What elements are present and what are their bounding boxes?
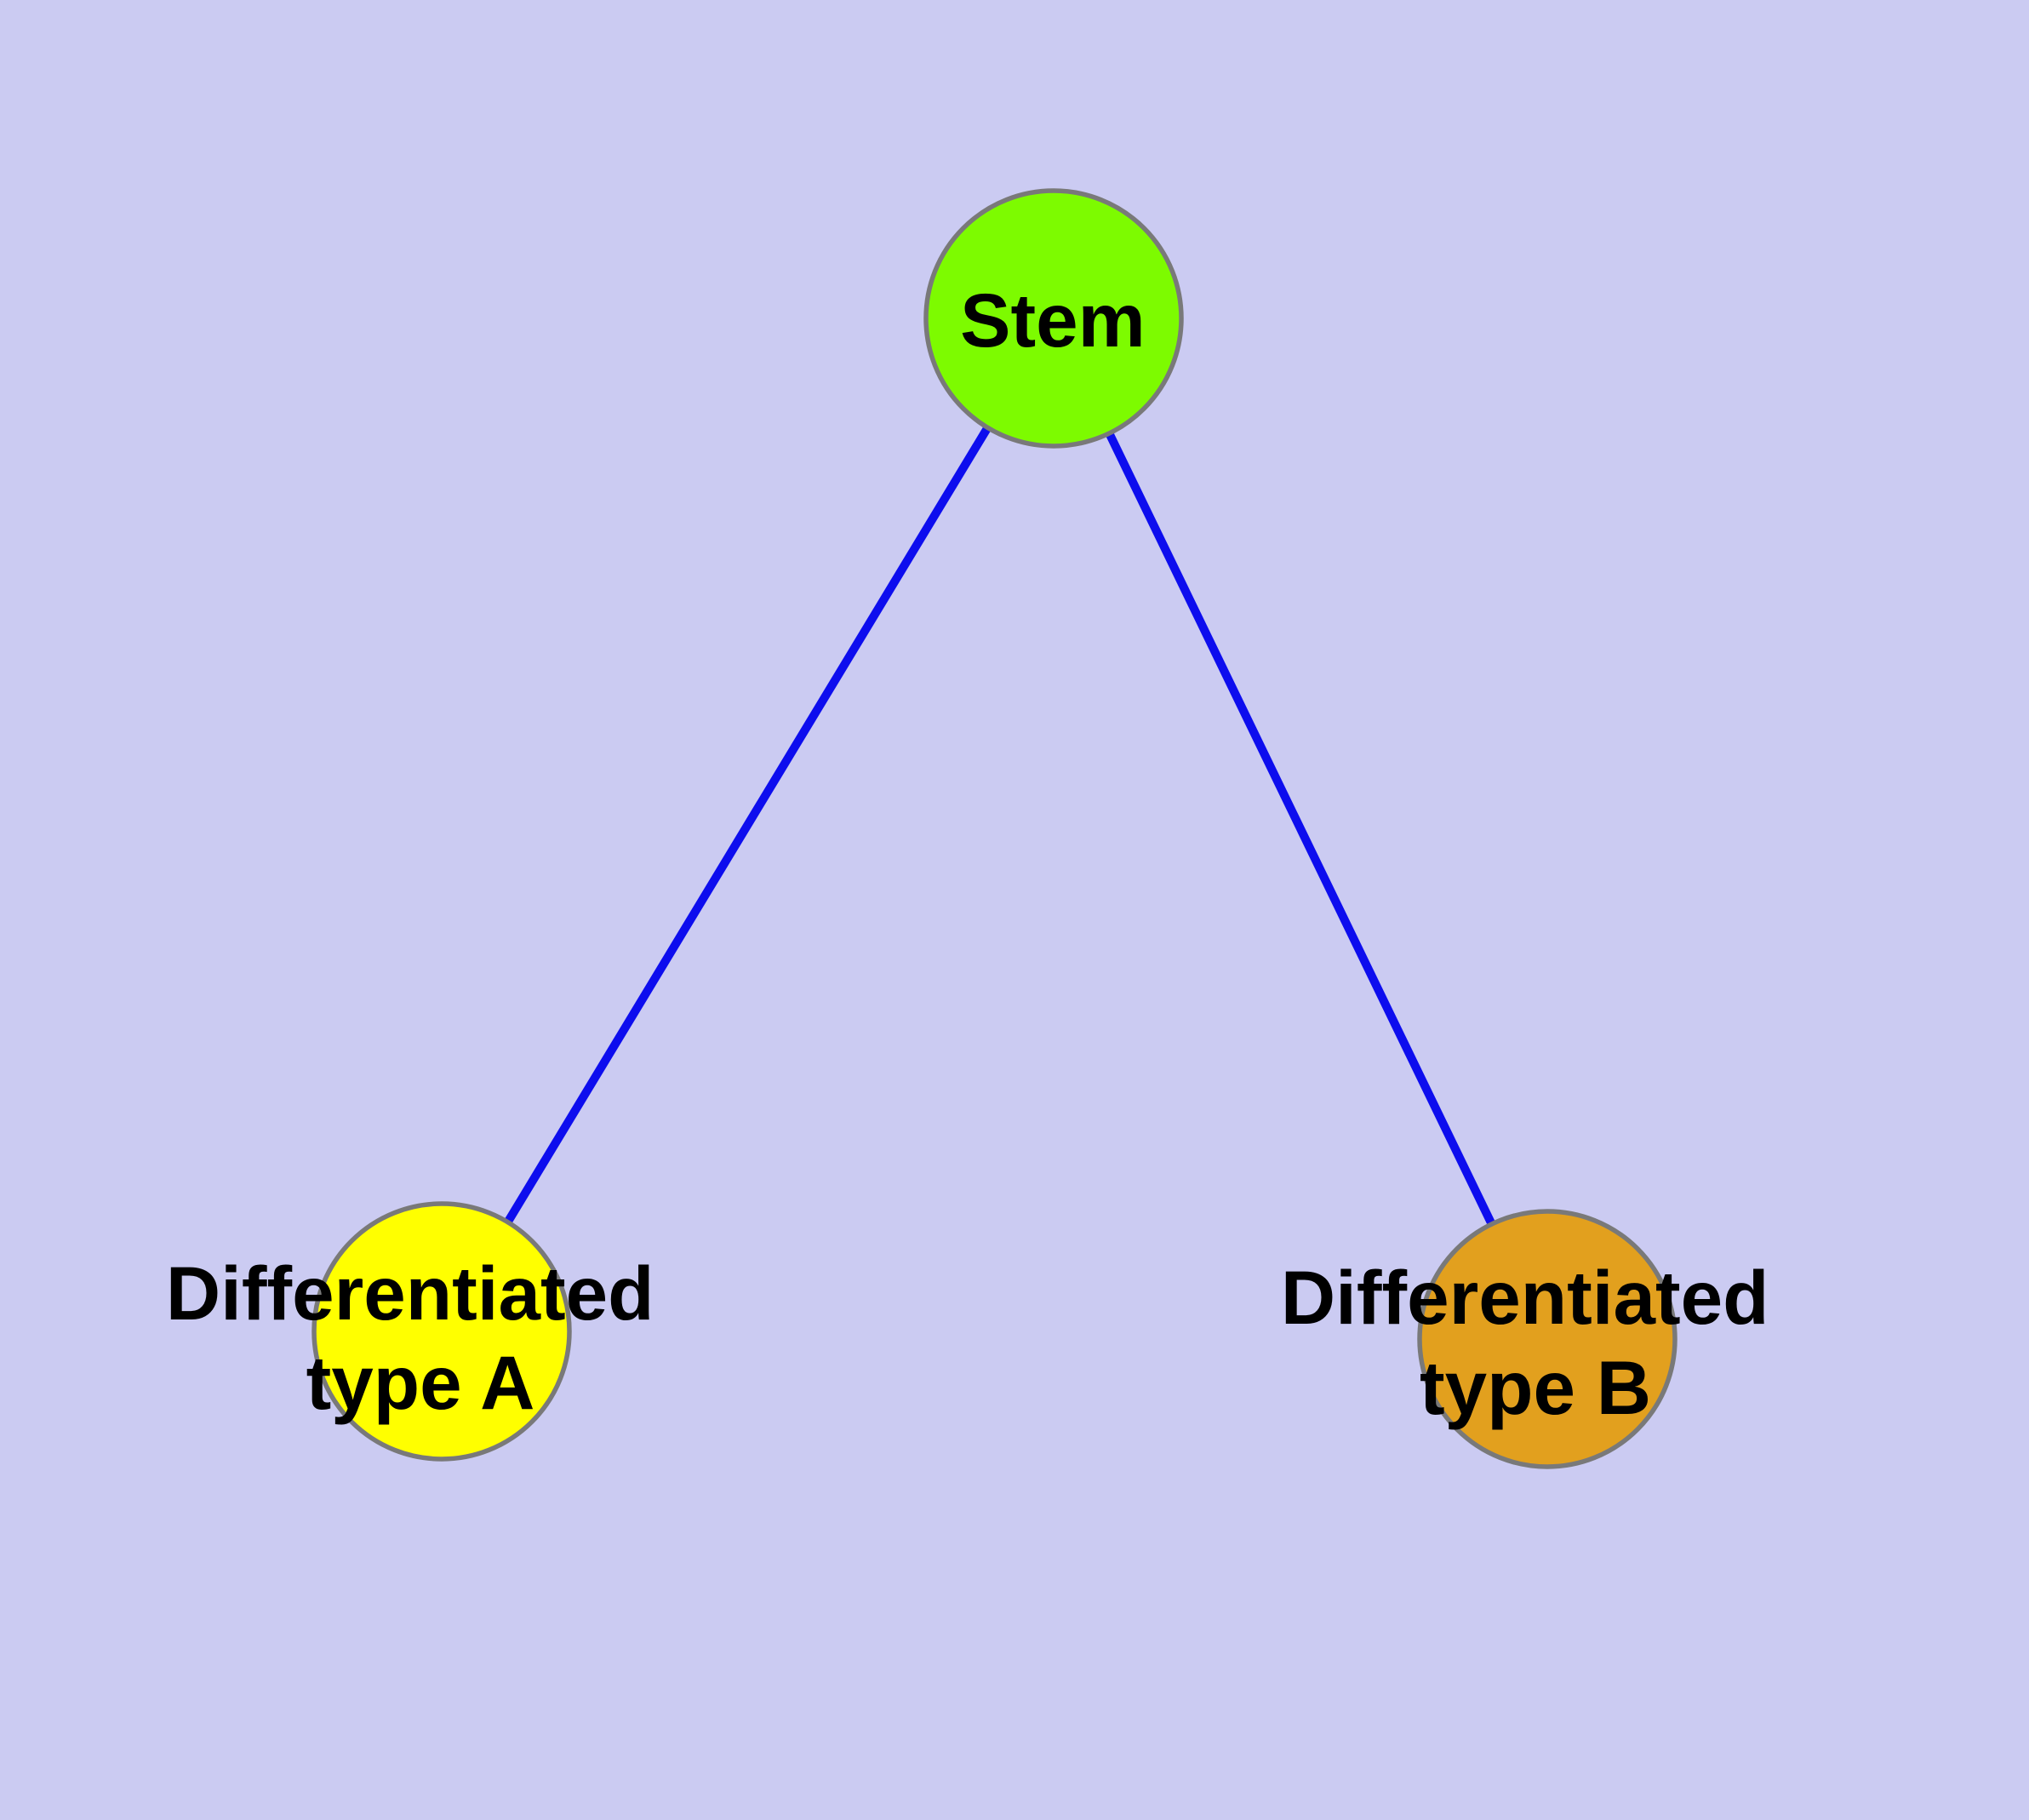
- node-type-a-label-line1: Differentiated: [166, 1251, 654, 1336]
- node-type-a: [311, 1201, 572, 1462]
- node-stem-label: Stem: [960, 278, 1146, 363]
- edge-stem-to-type-b: [1049, 316, 1552, 1342]
- node-type-b-label: Differentiated type B: [1281, 1255, 1790, 1430]
- node-type-a-label: Differentiated type A: [166, 1251, 675, 1425]
- node-stem: [923, 188, 1184, 449]
- edge-stem-to-type-a: [437, 316, 1058, 1334]
- node-type-b-label-line1: Differentiated: [1281, 1255, 1769, 1340]
- node-type-b: [1417, 1209, 1677, 1469]
- node-type-b-label-line2: type B: [1420, 1345, 1651, 1430]
- node-type-a-label-line2: type A: [306, 1340, 535, 1425]
